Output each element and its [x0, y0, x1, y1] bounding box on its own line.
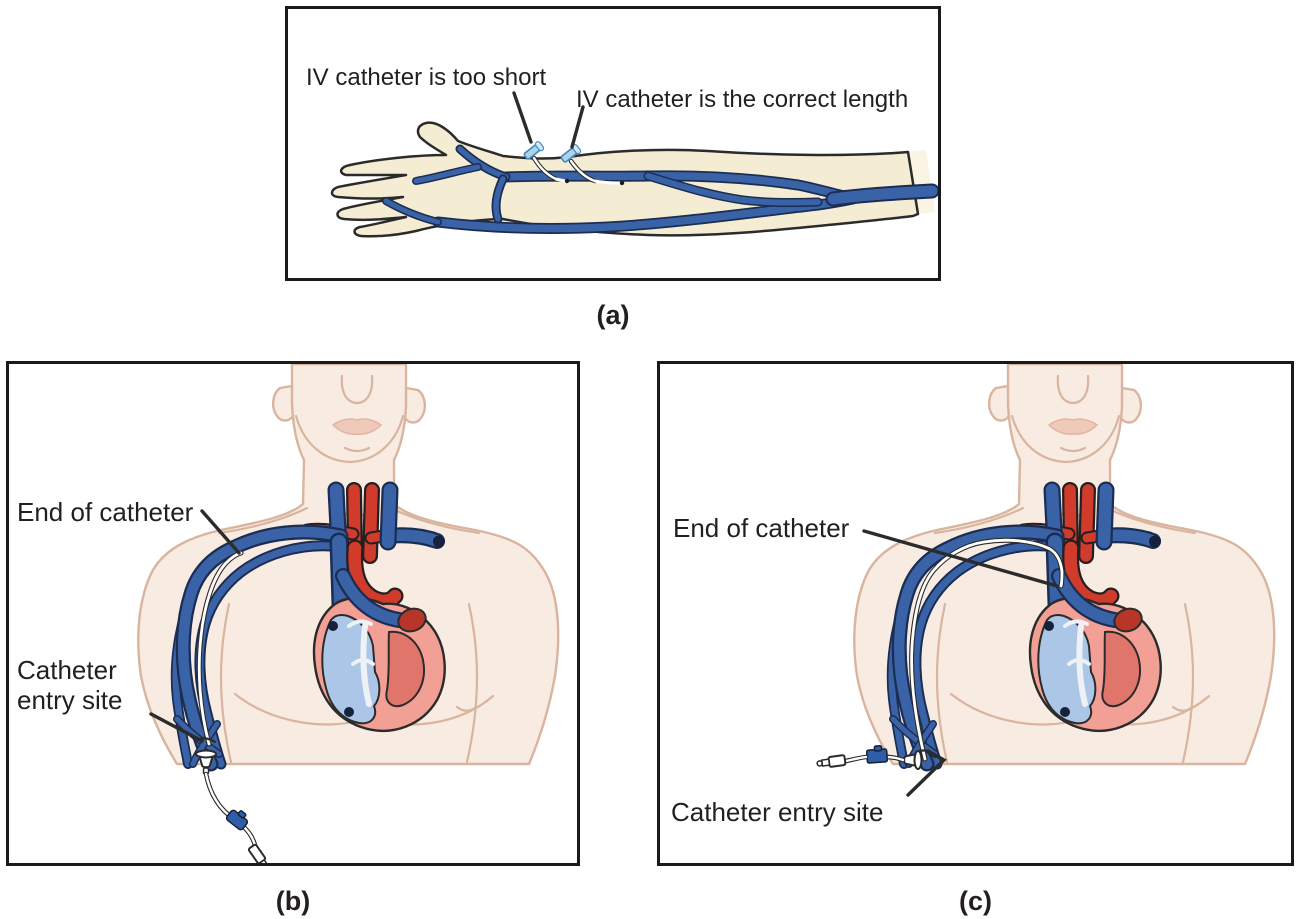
leader-end-of-catheter — [862, 529, 1059, 588]
leader-end-of-catheter — [200, 509, 241, 555]
catheter-clamp — [225, 809, 249, 831]
iv-catheter-short — [523, 141, 570, 184]
panel-a-box: IV catheter is too short IV catheter is … — [285, 6, 941, 281]
label-end-of-catheter: End of catheter — [673, 513, 850, 543]
leader-too-short — [512, 91, 533, 144]
label-iv-correct-length: IV catheter is the correct length — [576, 86, 909, 113]
leader-entry-site — [149, 712, 204, 743]
catheter-hub — [523, 141, 545, 160]
label-catheter-entry-site: Catheter entry site — [17, 655, 123, 716]
label-catheter-entry-site: Catheter entry site — [671, 797, 884, 827]
catheter-luer-connector — [816, 754, 847, 768]
arm-illustration — [330, 91, 938, 238]
catheter-entry-hardware — [195, 737, 269, 863]
label-iv-too-short: IV catheter is too short — [306, 64, 547, 91]
label-line-2: entry site — [17, 684, 123, 715]
catheter-luer-connector — [247, 843, 269, 863]
picc-catheter-internal — [196, 550, 244, 747]
panel-b-box: End of catheter Catheter entry site — [6, 361, 580, 866]
leader-correct-length — [570, 105, 585, 149]
caption-c: (c) — [959, 886, 992, 916]
caption-b: (b) — [275, 886, 311, 916]
caption-a: (a) — [596, 300, 630, 330]
arm-veins — [382, 144, 938, 234]
panel-c-box: End of catheter Catheter entry site — [657, 361, 1294, 866]
torso-short-catheter-illustration — [9, 364, 577, 863]
iv-catheter-correct — [560, 144, 625, 186]
picc-catheter-internal — [909, 537, 1065, 762]
catheter-hub-cone — [195, 749, 217, 775]
catheter-entry-hardware — [816, 745, 934, 770]
label-line-1: Catheter — [17, 655, 117, 685]
leader-entry-site — [906, 749, 947, 797]
label-end-of-catheter: End of catheter — [17, 497, 194, 527]
torso-correct-catheter-illustration — [816, 364, 1291, 797]
catheter-clamp — [865, 745, 889, 764]
